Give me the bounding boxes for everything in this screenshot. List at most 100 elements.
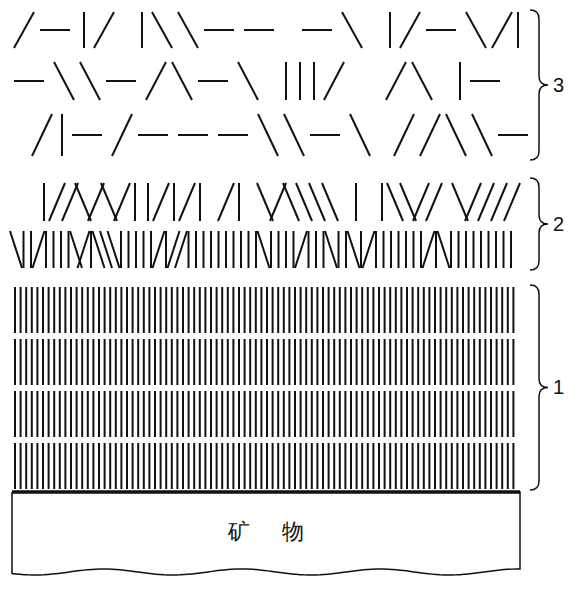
molecule-stroke bbox=[188, 391, 190, 437]
molecule-stroke bbox=[120, 339, 122, 385]
molecule-stroke bbox=[438, 231, 450, 268]
molecule-stroke bbox=[426, 29, 456, 31]
molecule-stroke bbox=[440, 287, 442, 333]
molecule-stroke bbox=[154, 443, 156, 489]
molecule-stroke bbox=[244, 391, 246, 437]
molecule-stroke bbox=[70, 443, 72, 489]
molecule-stroke bbox=[238, 287, 240, 333]
molecule-stroke bbox=[59, 443, 61, 489]
molecule-stroke bbox=[36, 391, 38, 437]
molecule-stroke bbox=[490, 287, 492, 333]
molecule-stroke bbox=[389, 287, 391, 333]
molecule-stroke bbox=[406, 287, 408, 333]
molecule-stroke bbox=[171, 443, 173, 489]
molecule-stroke bbox=[466, 12, 486, 48]
molecule-stroke bbox=[344, 391, 346, 437]
molecule-stroke bbox=[355, 183, 357, 221]
molecule-stroke bbox=[412, 339, 414, 385]
molecule-stroke bbox=[498, 134, 528, 136]
molecule-stroke bbox=[412, 62, 432, 100]
molecule-stroke bbox=[42, 287, 44, 333]
molecule-stroke bbox=[232, 443, 234, 489]
node-label: 矿 物 bbox=[228, 517, 304, 547]
molecule-stroke bbox=[395, 287, 397, 333]
molecule-stroke bbox=[375, 231, 377, 268]
molecule-stroke bbox=[378, 287, 380, 333]
molecule-stroke bbox=[20, 287, 22, 333]
molecule-stroke bbox=[135, 231, 137, 268]
molecule-stroke bbox=[445, 443, 447, 489]
molecule-stroke bbox=[342, 12, 362, 48]
molecule-stroke bbox=[423, 443, 425, 489]
molecule-stroke bbox=[160, 287, 162, 333]
molecule-stroke bbox=[473, 391, 475, 437]
molecule-stroke bbox=[210, 391, 212, 437]
molecule-stroke bbox=[507, 339, 509, 385]
molecule-stroke bbox=[178, 134, 208, 136]
molecule-stroke bbox=[333, 339, 335, 385]
molecule-stroke bbox=[109, 443, 111, 489]
molecule-stroke bbox=[423, 391, 425, 437]
molecule-stroke bbox=[98, 391, 100, 437]
molecule-stroke bbox=[394, 114, 414, 156]
molecule-stroke bbox=[176, 391, 178, 437]
molecule-stroke bbox=[148, 339, 150, 385]
molecule-stroke bbox=[132, 287, 134, 333]
molecule-stroke bbox=[216, 339, 218, 385]
molecule-stroke bbox=[176, 287, 178, 333]
molecule-stroke bbox=[386, 62, 406, 100]
molecule-stroke bbox=[132, 391, 134, 437]
molecule-stroke bbox=[132, 339, 134, 385]
molecule-stroke bbox=[451, 287, 453, 333]
molecule-stroke bbox=[339, 287, 341, 333]
molecule-stroke bbox=[277, 443, 279, 489]
molecule-stroke bbox=[98, 339, 100, 385]
molecule-stroke bbox=[496, 339, 498, 385]
molecule-stroke bbox=[372, 391, 374, 437]
molecule-stroke bbox=[325, 231, 337, 268]
brace bbox=[530, 10, 548, 160]
molecule-stroke bbox=[413, 183, 429, 221]
molecule-stroke bbox=[310, 134, 340, 136]
molecule-stroke bbox=[68, 231, 70, 268]
molecule-stroke bbox=[115, 443, 117, 489]
molecule-stroke bbox=[165, 287, 167, 333]
molecule-stroke bbox=[25, 443, 27, 489]
molecule-stroke bbox=[440, 339, 442, 385]
molecule-stroke bbox=[171, 391, 173, 437]
molecule-stroke bbox=[148, 391, 150, 437]
molecule-stroke bbox=[150, 231, 152, 268]
molecule-stroke bbox=[104, 443, 106, 489]
molecule-stroke bbox=[54, 62, 74, 100]
molecule-stroke bbox=[244, 29, 274, 31]
molecule-stroke bbox=[255, 339, 257, 385]
molecule-stroke bbox=[360, 231, 362, 268]
molecule-stroke bbox=[333, 287, 335, 333]
layer-one-molecules bbox=[15, 287, 513, 489]
callout-number: 1 bbox=[553, 376, 564, 399]
molecule-stroke bbox=[120, 443, 122, 489]
molecule-stroke bbox=[296, 183, 312, 221]
molecule-stroke bbox=[23, 231, 25, 268]
molecule-stroke bbox=[193, 287, 195, 333]
molecule-stroke bbox=[36, 443, 38, 489]
molecule-stroke bbox=[115, 391, 117, 437]
molecule-stroke bbox=[417, 287, 419, 333]
molecule-stroke bbox=[459, 62, 461, 100]
molecule-stroke bbox=[361, 287, 363, 333]
molecule-stroke bbox=[171, 339, 173, 385]
molecule-stroke bbox=[64, 391, 66, 437]
molecule-stroke bbox=[504, 183, 520, 221]
molecule-stroke bbox=[249, 443, 251, 489]
molecule-stroke bbox=[258, 231, 270, 268]
molecule-stroke bbox=[260, 443, 262, 489]
molecule-stroke bbox=[218, 231, 220, 268]
molecule-stroke bbox=[238, 183, 240, 221]
molecule-stroke bbox=[153, 231, 165, 268]
molecule-stroke bbox=[92, 339, 94, 385]
molecule-stroke bbox=[479, 339, 481, 385]
molecule-stroke bbox=[257, 183, 273, 221]
molecule-stroke bbox=[227, 391, 229, 437]
molecule-stroke bbox=[75, 183, 91, 221]
molecule-stroke bbox=[456, 339, 458, 385]
